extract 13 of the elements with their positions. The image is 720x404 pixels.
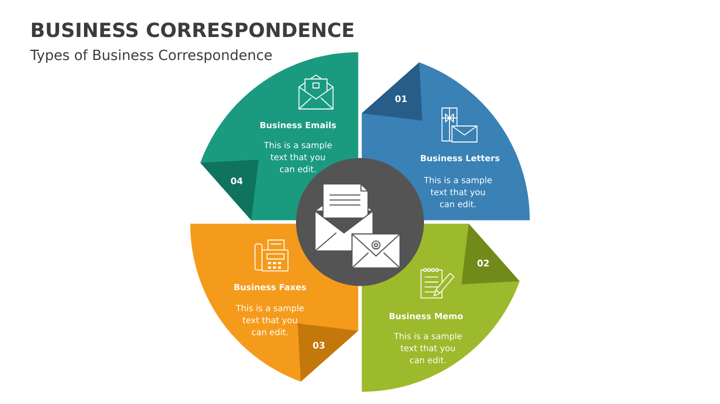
- sector-heading: Business Letters: [420, 154, 500, 162]
- sector-heading: Business Faxes: [234, 284, 306, 290]
- body-text: This is a sample text that you can edit.: [424, 176, 492, 208]
- sector-heading: Business Emails: [260, 122, 336, 128]
- body-text: This is a sample text that you can edit.: [394, 332, 462, 364]
- folded-tab: 04: [200, 160, 259, 220]
- body-text: This is a sample text that you can edit.: [264, 142, 332, 172]
- folded-tab: 03: [298, 323, 358, 382]
- title: BUSINESS CORRESPONDENCE: [32, 22, 354, 38]
- folded-tab: 01: [362, 62, 422, 121]
- folded-tab: 02: [461, 224, 520, 284]
- sector-heading: Business Memo: [390, 312, 463, 320]
- subtitle: Types of Business Correspondence: [30, 49, 272, 63]
